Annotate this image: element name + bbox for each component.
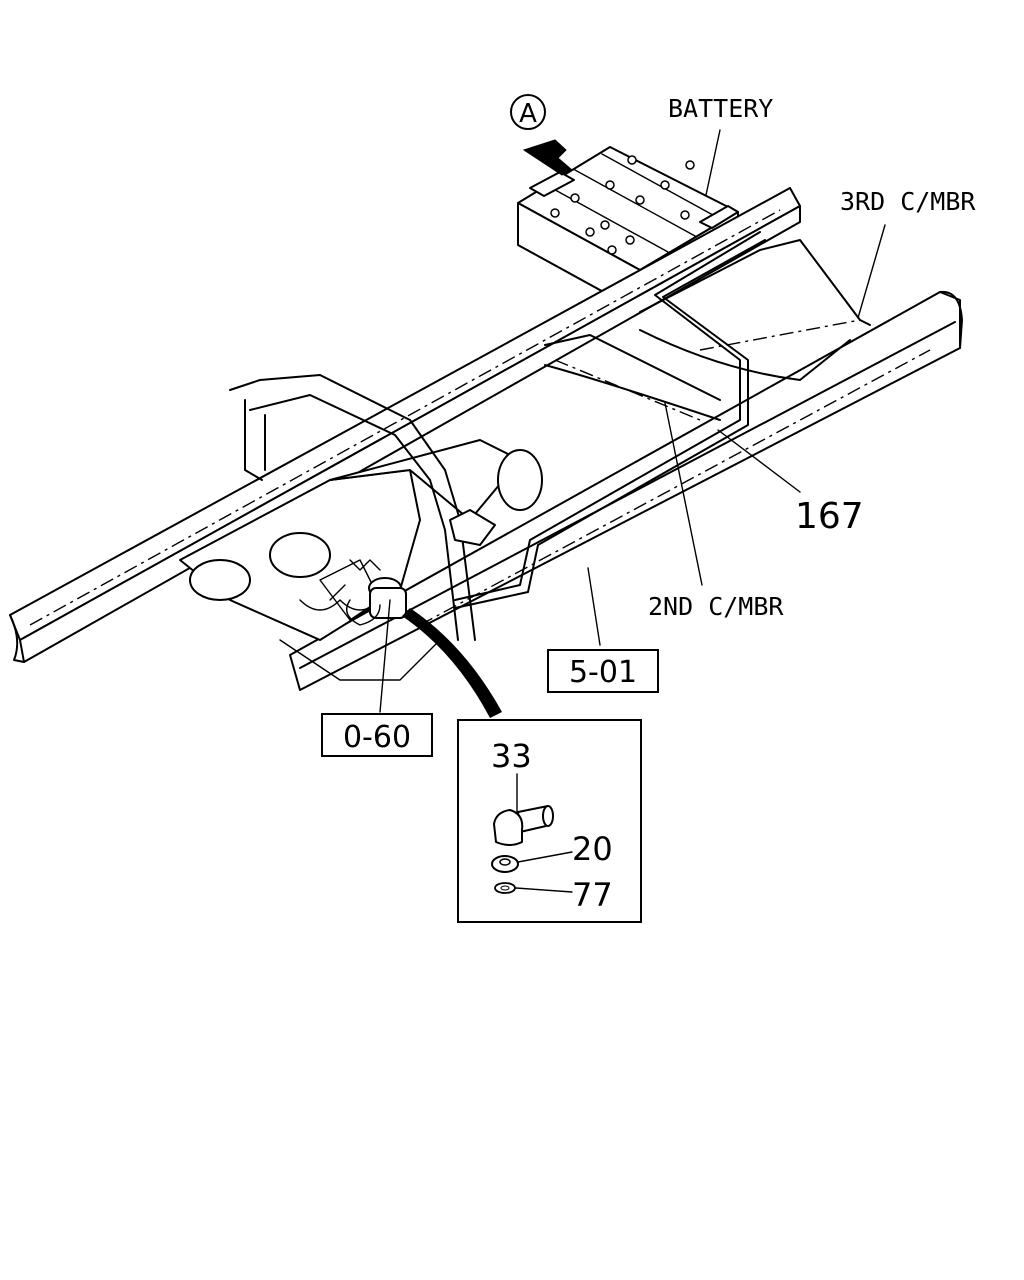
second-cross-member: [544, 334, 721, 421]
view-a-marker: A: [510, 94, 573, 176]
starter-motor: [346, 577, 407, 626]
third-cross-member-label: 3RD C/MBR: [840, 187, 976, 216]
nut-icon: [491, 855, 519, 873]
view-a-arrow-icon: [522, 139, 573, 176]
terminal-boot-icon: [493, 805, 554, 846]
rear-bracket: [229, 374, 496, 681]
part-number-167: 167: [795, 496, 864, 537]
ref-0-60-label: 0-60: [343, 720, 411, 755]
detail-pointer-icon: [402, 608, 502, 718]
part-number-33: 33: [491, 737, 532, 775]
leader-lines: [379, 129, 886, 713]
ref-box-5-01: 5-01: [547, 649, 659, 693]
view-a-circle-icon: [510, 94, 546, 130]
part-number-77: 77: [572, 876, 613, 914]
washer-icon: [494, 882, 516, 894]
part-number-20: 20: [572, 830, 613, 868]
battery-cable-167: [454, 231, 766, 609]
view-a-label: A: [519, 99, 537, 129]
battery-label: BATTERY: [668, 94, 773, 123]
ref-5-01-label: 5-01: [569, 655, 637, 690]
detail-inset: 33 20 77: [457, 719, 642, 923]
ref-box-0-60: 0-60: [321, 713, 433, 757]
transmission-assembly: [179, 439, 543, 641]
second-cross-member-label: 2ND C/MBR: [648, 592, 784, 621]
